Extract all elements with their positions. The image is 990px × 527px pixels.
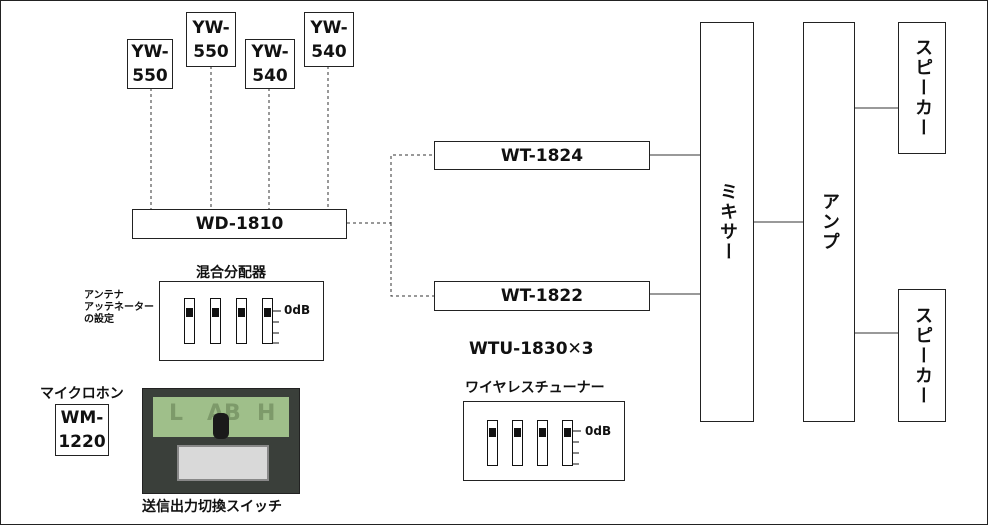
antenna-model-line1: YW- <box>310 17 348 38</box>
microphone-name: マイクロホン <box>40 386 124 402</box>
antenna-model-line2: 550 <box>132 66 168 86</box>
lcd-low-mark: L <box>169 401 184 426</box>
mixer-name: ミキサー <box>717 182 738 262</box>
amp-box: アンプ <box>803 22 855 422</box>
antenna-model-line1: YW- <box>251 42 289 62</box>
rf-line-lower <box>390 223 434 297</box>
attenuator-label: アンテナ アッテネーター の設定 <box>84 290 154 325</box>
antenna-model-line1: YW- <box>131 42 169 62</box>
distributor-model: WD-1810 <box>195 214 284 234</box>
dip-switch[interactable] <box>210 298 221 344</box>
antenna-model-line2: 550 <box>193 41 229 62</box>
wireless-tuner-dip-panel: 0dB <box>463 401 625 481</box>
tuner-box-1: WT-1824 <box>434 141 650 170</box>
switch-photo: L AB H <box>142 388 300 494</box>
db-label: 0dB <box>284 303 311 317</box>
switch-body <box>177 445 269 481</box>
antenna-model-line2: 540 <box>311 41 347 62</box>
dip-switch[interactable] <box>562 420 573 466</box>
microphone-model-line1: WM- <box>60 408 104 428</box>
lcd-high-mark: H <box>257 401 276 426</box>
switch-knob <box>213 413 229 439</box>
speaker-name: スピーカー <box>912 305 933 406</box>
distributor-name: 混合分配器 <box>196 265 266 281</box>
dip-switch[interactable] <box>487 420 498 466</box>
speaker-box-1: スピーカー <box>898 22 946 154</box>
wireless-tuner-name: ワイヤレスチューナー <box>465 380 605 396</box>
amp-name: アンプ <box>819 192 840 252</box>
speaker-box-2: スピーカー <box>898 289 946 422</box>
dip-switch[interactable] <box>537 420 548 466</box>
antenna-model-line1: YW- <box>192 17 230 38</box>
dip-switch[interactable] <box>236 298 247 344</box>
antenna-box-4: YW- 540 <box>304 12 354 67</box>
tuner-box-2: WT-1822 <box>434 281 650 311</box>
antenna-box-2: YW- 550 <box>186 12 236 67</box>
microphone-model-box: WM- 1220 <box>55 404 109 456</box>
db-scale <box>273 310 281 344</box>
switch-caption: 送信出力切換スイッチ <box>142 499 282 515</box>
dip-switch[interactable] <box>512 420 523 466</box>
mixer-box: ミキサー <box>700 22 754 422</box>
tuner-unit-label: WTU-1830✕3 <box>469 339 594 359</box>
antenna-box-1: YW- 550 <box>127 39 173 89</box>
dip-switch[interactable] <box>262 298 273 344</box>
db-label: 0dB <box>585 424 612 438</box>
tuner-model: WT-1822 <box>500 286 584 306</box>
speaker-name: スピーカー <box>912 38 933 138</box>
antenna-model-line2: 540 <box>252 66 288 86</box>
rf-line-split <box>347 154 434 224</box>
microphone-model-line2: 1220 <box>58 432 106 452</box>
db-scale <box>573 430 581 465</box>
antenna-box-3: YW- 540 <box>245 39 295 89</box>
dip-switch[interactable] <box>184 298 195 344</box>
tuner-model: WT-1824 <box>500 145 584 166</box>
distributor-dip-panel: 0dB <box>159 281 324 361</box>
distributor-box: WD-1810 <box>132 209 347 239</box>
